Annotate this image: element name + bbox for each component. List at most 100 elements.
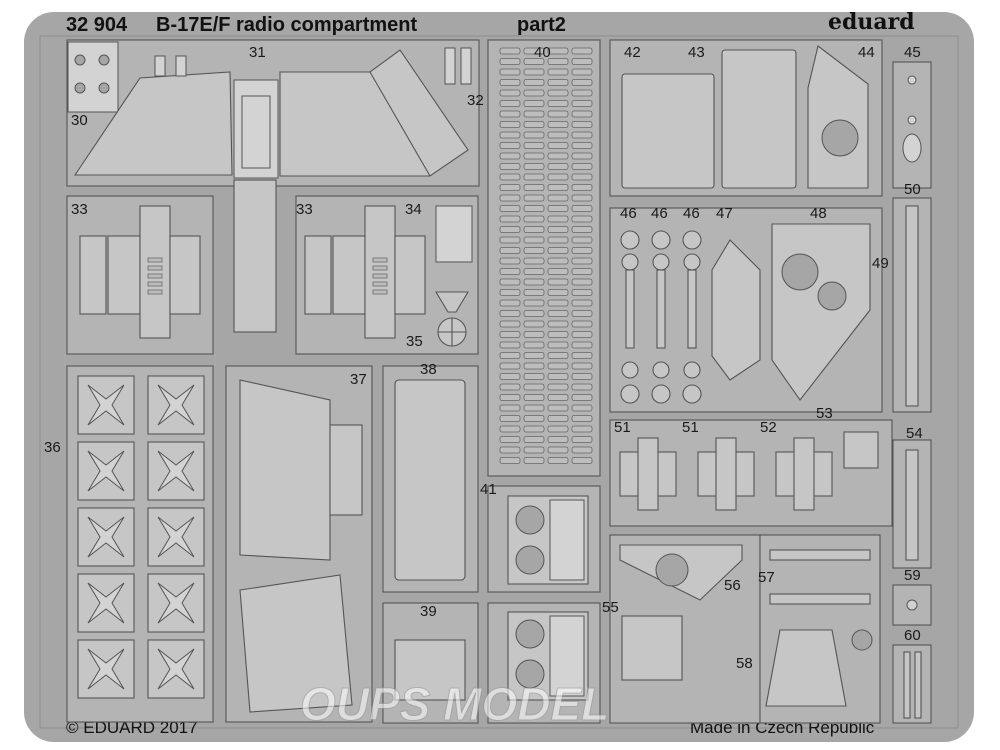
part-36-cross (77, 375, 135, 435)
part-40-slot (571, 352, 593, 359)
part-40-slot (547, 142, 569, 149)
part-number-43: 43 (688, 44, 705, 61)
part-39 (394, 639, 466, 701)
part-40-slot (571, 257, 593, 265)
part-number-46b: 46 (651, 205, 668, 222)
part-number-46a: 46 (620, 205, 637, 222)
part-number-51a: 51 (614, 419, 631, 436)
part-40-slot (571, 163, 593, 170)
part-number-46c: 46 (683, 205, 700, 222)
part-40-slot (571, 383, 593, 391)
part-40-slot (571, 320, 593, 328)
part-50 (905, 205, 919, 407)
part-40-slot (547, 457, 569, 464)
part-40-slot (523, 383, 545, 391)
copyright-text: © EDUARD 2017 (66, 718, 198, 737)
part-number-31: 31 (249, 44, 266, 61)
part-number-35: 35 (406, 333, 423, 350)
part-40-slot (547, 257, 569, 265)
part-40-slot (523, 446, 545, 454)
part-40-slot (499, 352, 521, 359)
part-40-slot (499, 79, 521, 86)
part-40-slot (571, 247, 593, 254)
part-40-slot (547, 310, 569, 317)
part-40-slot (571, 47, 593, 55)
part-40-slot (499, 173, 521, 181)
part-40-slot (571, 58, 593, 65)
part-40-slot (571, 173, 593, 181)
part-53 (843, 431, 879, 469)
part-40-slot (499, 310, 521, 317)
part-40-slot (523, 415, 545, 422)
part-40-slot (499, 121, 521, 128)
part-40-slot (499, 236, 521, 244)
part-60-frame (892, 644, 932, 724)
part-40-slot (571, 184, 593, 191)
part-36-cross (77, 573, 135, 633)
brand-logo: eduard (828, 9, 915, 35)
part-40-slot (547, 184, 569, 191)
part-40-slot (499, 47, 521, 55)
part-40-slot (571, 131, 593, 139)
sheet-part-label: part2 (517, 14, 566, 36)
part-number-40: 40 (534, 44, 551, 61)
part-40-slot (523, 121, 545, 128)
part-number-37: 37 (350, 371, 367, 388)
part-number-54: 54 (906, 425, 923, 442)
part-42 (621, 73, 715, 189)
part-number-45: 45 (904, 44, 921, 61)
part-40-slot (547, 121, 569, 128)
part-number-48: 48 (810, 205, 827, 222)
part-40-slot (547, 404, 569, 412)
part-40-slot (547, 320, 569, 328)
part-40-slot (523, 236, 545, 244)
part-37-lower (239, 574, 353, 713)
part-40-slot (571, 79, 593, 86)
part-number-53: 53 (816, 405, 833, 422)
part-40-slot (523, 436, 545, 443)
part-40-slot (523, 47, 545, 55)
part-40-slot (571, 278, 593, 286)
part-40-slot (547, 247, 569, 254)
part-40-slot (523, 404, 545, 412)
part-40-slot (547, 299, 569, 307)
part-number-57: 57 (758, 569, 775, 586)
part-40-slot (571, 121, 593, 128)
part-40-slot (547, 289, 569, 296)
part-number-47: 47 (716, 205, 733, 222)
part-36-cross (77, 639, 135, 699)
part-40-slot (571, 436, 593, 443)
part-40-slot (547, 278, 569, 286)
part-31-strip (233, 179, 277, 333)
part-40-slot (571, 194, 593, 202)
part-40-slot (547, 446, 569, 454)
part-40-slot (523, 205, 545, 212)
part-34 (435, 205, 473, 263)
part-36-cross (147, 375, 205, 435)
part-40-slot (571, 404, 593, 412)
part-40-slot (523, 247, 545, 254)
part-40-slot (499, 131, 521, 139)
part-40-slot (547, 131, 569, 139)
part-44 (807, 45, 869, 189)
part-40-slot (571, 362, 593, 370)
part-40-slot (499, 247, 521, 254)
part-40-slot (571, 152, 593, 160)
part-40-slot (547, 341, 569, 349)
part-40-slot (499, 58, 521, 65)
part-number-52: 52 (760, 419, 777, 436)
part-40-slot (571, 110, 593, 118)
part-40-slot (571, 215, 593, 223)
part-number-59: 59 (904, 567, 921, 584)
part-40-slot (523, 299, 545, 307)
part-36-cross (77, 507, 135, 567)
part-36-cross (77, 441, 135, 501)
part-40-slot (547, 47, 569, 55)
part-40-slot (547, 100, 569, 107)
part-40-slot (523, 142, 545, 149)
part-40-slot (571, 236, 593, 244)
part-40-slot (571, 341, 593, 349)
part-46-hanger (682, 230, 702, 404)
part-40-slot (571, 226, 593, 233)
